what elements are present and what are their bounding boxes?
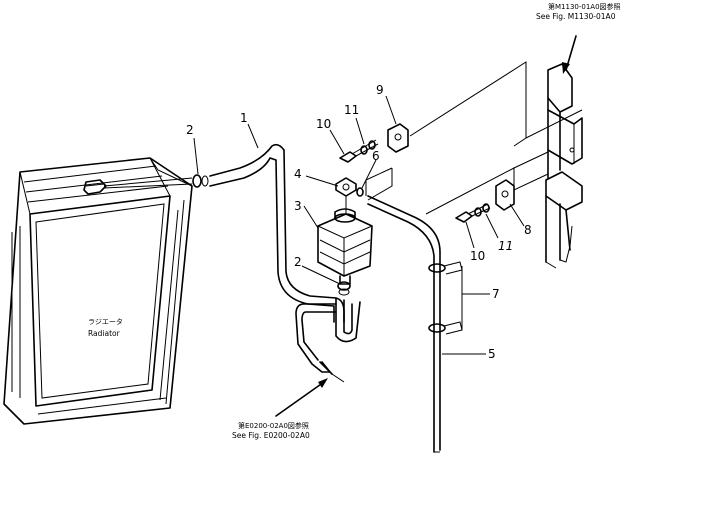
- callout-4: 4: [294, 167, 302, 181]
- reference-bottom-en: See Fig. E0200-02A0: [232, 431, 310, 440]
- bolt-10-lower: [455, 203, 491, 223]
- bracket-outline-lines: [365, 61, 583, 215]
- callout-10-lower: 10: [470, 249, 485, 263]
- hose-clamp-2-lower: [337, 281, 351, 296]
- washer-11-lower: [474, 203, 490, 217]
- callout-6: 6: [372, 149, 380, 163]
- reference-top-jp: 第M1130-01A0図参照: [548, 2, 621, 11]
- hose-clamp-2-top: [192, 174, 209, 188]
- callout-11-upper: 11: [344, 103, 359, 117]
- callout-11-lower: 11: [498, 239, 513, 253]
- reference-top-en: See Fig. M1130-01A0: [536, 12, 616, 21]
- tank-bracket-4: [335, 177, 357, 214]
- frame-structure: [545, 63, 583, 269]
- callout-5: 5: [488, 347, 496, 361]
- callout-10-upper: 10: [316, 117, 331, 131]
- radiator: [3, 157, 193, 425]
- reference-bottom-jp: 第E0200-02A0図参照: [238, 421, 309, 430]
- clamp-7-lower: [428, 321, 463, 335]
- washer-11-upper: [360, 140, 376, 155]
- radiator-label-en: Radiator: [88, 329, 121, 338]
- reserve-tank-3: [317, 208, 373, 285]
- reference-arrow-top: [562, 35, 577, 74]
- callout-2-lower: 2: [294, 255, 302, 269]
- callout-7: 7: [492, 287, 500, 301]
- callout-9: 9: [376, 83, 384, 97]
- leader-lines: [193, 95, 525, 355]
- reference-arrow-bottom: [275, 378, 328, 417]
- pipe-5: [367, 195, 441, 453]
- radiator-label-jp: ラジエータ: [88, 317, 123, 326]
- callout-8: 8: [524, 223, 532, 237]
- clamp-7-upper: [428, 261, 463, 275]
- nut-6: [356, 187, 364, 197]
- bracket-8: [495, 179, 515, 211]
- callout-1: 1: [240, 111, 248, 125]
- callout-2-top: 2: [186, 123, 194, 137]
- drain-hose-assembly: [295, 297, 361, 383]
- callout-3: 3: [294, 199, 302, 213]
- overflow-tube-1: [209, 143, 345, 323]
- bracket-9: [387, 123, 409, 153]
